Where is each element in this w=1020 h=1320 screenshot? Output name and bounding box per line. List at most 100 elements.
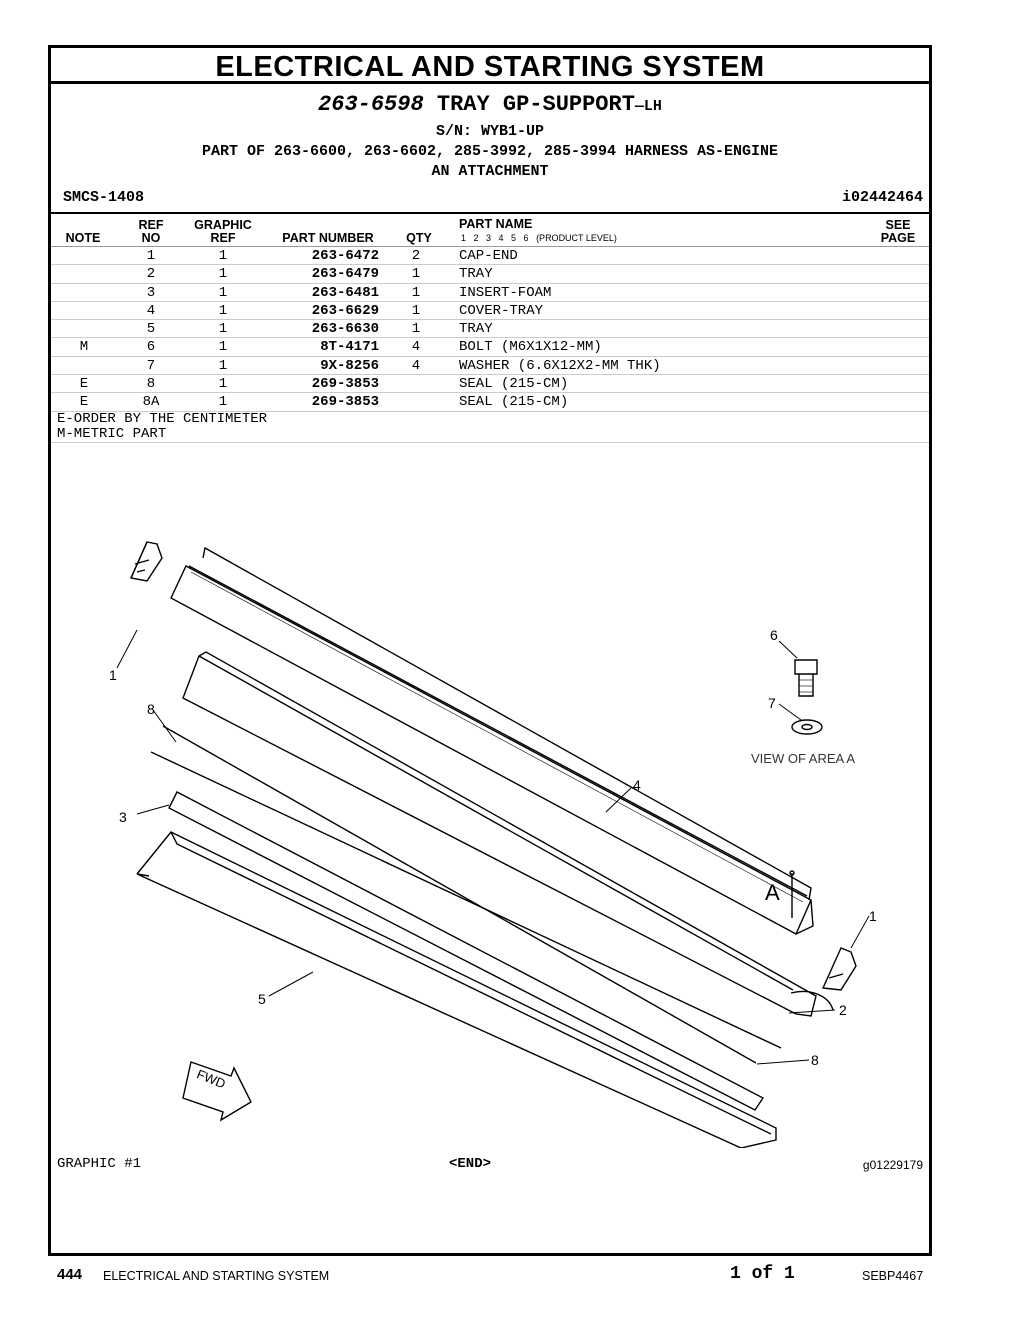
- table-row: 2 1 263-6479 1 TRAY: [51, 265, 929, 284]
- cell-note: E: [79, 376, 89, 393]
- assembly-title: 263-6598 TRAY GP-SUPPORT—LH: [51, 92, 929, 117]
- table-row: 3 1 263-6481 1 INSERT-FOAM: [51, 284, 929, 302]
- end-label: <END>: [449, 1156, 492, 1172]
- cell-note: E: [79, 394, 89, 411]
- notes: E-ORDER BY THE CENTIMETER M-METRIC PART: [57, 412, 267, 442]
- cell-graphic-ref: 1: [218, 357, 228, 374]
- cell-qty: 4: [411, 357, 421, 374]
- col-graphic-top: GRAPHIC: [194, 218, 252, 232]
- callout: 1: [109, 667, 117, 683]
- cell-qty: 1: [411, 302, 421, 319]
- callout: 8: [811, 1052, 819, 1068]
- cell-qty: 4: [411, 339, 421, 356]
- callout: 7: [768, 695, 776, 711]
- cell-part-name: TRAY: [459, 321, 493, 338]
- cell-ref: 1: [146, 248, 156, 264]
- cell-qty: 2: [411, 248, 421, 264]
- cell-graphic-ref: 1: [218, 302, 228, 319]
- illustration-id: i02442464: [841, 189, 923, 206]
- cell-part-name: SEAL (215-CM): [459, 376, 569, 393]
- col-graphic-bottom: REF: [210, 231, 236, 245]
- cell-part-name: BOLT (M6X1X12-MM): [459, 339, 602, 356]
- section-title: ELECTRICAL AND STARTING SYSTEM: [51, 48, 929, 84]
- table-row: 5 1 263-6630 1 TRAY: [51, 320, 929, 339]
- cell-note: M: [79, 339, 89, 356]
- col-see-top: SEE: [885, 218, 911, 232]
- callout: 8: [147, 701, 155, 717]
- parts-list: 1 1 263-6472 2 CAP-END 2 1 263-6479 1 TR…: [51, 247, 929, 412]
- assembly-suffix: —LH: [634, 98, 662, 115]
- callout: 4: [633, 777, 641, 793]
- cell-qty: 1: [411, 321, 421, 338]
- end-cap-left: [130, 541, 163, 582]
- col-qty: QTY: [406, 231, 432, 245]
- col-see-bottom: PAGE: [880, 231, 916, 245]
- cover-tray: [170, 546, 814, 935]
- callout: 5: [258, 991, 266, 1007]
- cell-part-name: SEAL (215-CM): [459, 394, 569, 411]
- exploded-view-drawing: 1 8 3 5 6 7 4 1 2 8 VIEW OF AREA A A FWD: [109, 541, 877, 1148]
- part-of-line-1: PART OF 263-6600, 263-6602, 285-3992, 28…: [201, 143, 779, 160]
- cell-graphic-ref: 1: [218, 248, 228, 264]
- column-header-rule: [51, 246, 929, 247]
- footer-page-count: 1 of 1: [730, 1264, 795, 1284]
- product-level-label: (PRODUCT LEVEL): [536, 233, 617, 243]
- footer-doc-id: SEBP4467: [862, 1269, 924, 1283]
- cell-ref: 7: [146, 357, 156, 374]
- notes-rule: [51, 442, 929, 443]
- cell-graphic-ref: 1: [218, 376, 228, 393]
- cell-ref: 5: [146, 321, 156, 338]
- col-part-number: PART NUMBER: [282, 231, 374, 245]
- footer-title: ELECTRICAL AND STARTING SYSTEM: [103, 1269, 330, 1283]
- part-of-line-2: AN ATTACHMENT: [431, 163, 549, 180]
- cell-part-number: 263-6479: [311, 266, 379, 283]
- callout: 1: [869, 908, 877, 924]
- cell-graphic-ref: 1: [218, 284, 228, 301]
- cell-part-name: INSERT-FOAM: [459, 284, 552, 301]
- cell-part-name: WASHER (6.6X12X2-MM THK): [459, 357, 661, 374]
- cell-graphic-ref: 1: [218, 266, 228, 283]
- cell-part-name: COVER-TRAY: [459, 302, 544, 319]
- cell-ref: 4: [146, 302, 156, 319]
- cell-ref: 2: [146, 266, 156, 283]
- cell-part-number: 263-6630: [311, 321, 379, 338]
- view-of-area-label: VIEW OF AREA A: [751, 751, 855, 766]
- callout: 6: [770, 627, 778, 643]
- washer-detail: [791, 719, 823, 735]
- end-cap-right: [821, 947, 857, 991]
- table-row: 1 1 263-6472 2 CAP-END: [51, 247, 929, 266]
- col-note: NOTE: [65, 231, 101, 245]
- cell-part-number: 263-6629: [311, 302, 379, 319]
- cell-graphic-ref: 1: [218, 394, 228, 411]
- table-row: E 8 1 269-3853 SEAL (215-CM): [51, 375, 929, 394]
- table-row: M 6 1 8T-4171 4 BOLT (M6X1X12-MM): [51, 338, 929, 357]
- footer-page-number: 444: [57, 1266, 83, 1283]
- cell-ref: 6: [146, 339, 156, 356]
- cell-ref: 8A: [142, 394, 160, 411]
- cell-qty: 1: [411, 266, 421, 283]
- graphic-label: GRAPHIC #1: [57, 1156, 142, 1172]
- col-ref-bottom: NO: [141, 231, 161, 245]
- table-row: 7 1 9X-8256 4 WASHER (6.6X12X2-MM THK): [51, 357, 929, 376]
- area-marker-label: A: [765, 880, 780, 905]
- cell-qty: 1: [411, 284, 421, 301]
- fwd-arrow: [182, 1061, 252, 1122]
- page-frame: ELECTRICAL AND STARTING SYSTEM 263-6598 …: [48, 45, 932, 1256]
- note-line: E-ORDER BY THE CENTIMETER: [57, 411, 268, 427]
- cell-part-name: CAP-END: [459, 248, 518, 264]
- col-part-name: PART NAME: [459, 217, 533, 231]
- cell-ref: 8: [146, 376, 156, 393]
- foam-insert: [168, 791, 765, 1111]
- table-row: E 8A 1 269-3853 SEAL (215-CM): [51, 393, 929, 412]
- cell-part-name: TRAY: [459, 266, 493, 283]
- cell-part-number: 263-6481: [311, 284, 379, 301]
- note-line: M-METRIC PART: [57, 426, 167, 442]
- area-a-marker: [789, 870, 795, 918]
- tray-lower: [136, 831, 777, 1148]
- assembly-name: TRAY GP-SUPPORT: [436, 92, 635, 117]
- cell-graphic-ref: 1: [218, 321, 228, 338]
- cell-ref: 3: [146, 284, 156, 301]
- assembly-part-number: 263-6598: [318, 92, 424, 117]
- cell-part-number: 269-3853: [311, 394, 379, 411]
- graphic-id: g01229179: [862, 1158, 923, 1172]
